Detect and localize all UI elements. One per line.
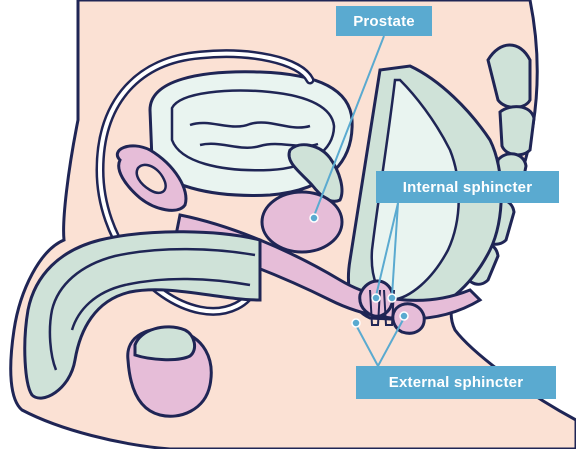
prostate <box>262 192 342 252</box>
label-prostate: Prostate <box>336 6 432 36</box>
label-internal-sphincter-text: Internal sphincter <box>403 180 532 195</box>
label-external-sphincter-text: External sphincter <box>389 375 523 390</box>
label-external-sphincter: External sphincter <box>356 366 556 399</box>
label-prostate-text: Prostate <box>353 14 415 29</box>
label-internal-sphincter: Internal sphincter <box>376 171 559 203</box>
